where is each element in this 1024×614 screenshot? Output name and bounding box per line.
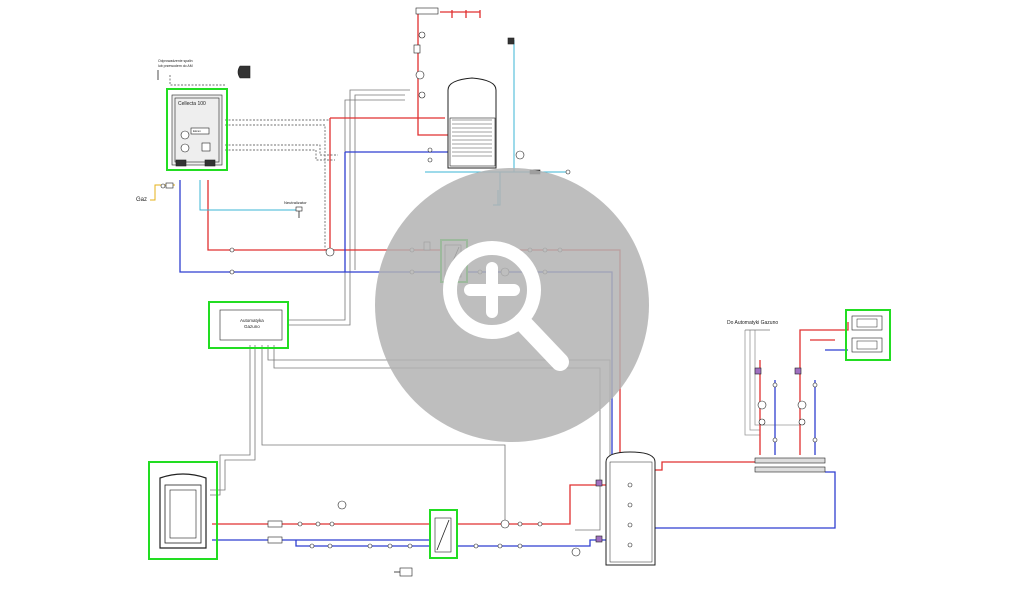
- highlight-heat-exchanger-lower[interactable]: [429, 509, 458, 559]
- flue-note: Odprowadzenie spalin lub przewodem do AM: [157, 59, 251, 80]
- gas-label: Gaz: [136, 197, 147, 203]
- zoom-overlay[interactable]: [375, 168, 649, 442]
- automation-label-line2: Gazuno: [244, 324, 260, 329]
- boiler-display-label: Ekran: [193, 129, 201, 133]
- boiler-model-label: Cellecta 100: [178, 101, 206, 107]
- to-automation-label: Do Automatyki Gazuno: [727, 320, 778, 326]
- highlight-boiler[interactable]: [166, 88, 228, 171]
- zoom-in-icon: [443, 241, 569, 371]
- buffer-tank: [595, 451, 656, 566]
- highlight-radiators[interactable]: [845, 309, 891, 361]
- flue-note-line1: Odprowadzenie spalin: [158, 59, 193, 63]
- highlight-automation[interactable]: [208, 301, 289, 349]
- highlight-heat-pump[interactable]: [148, 461, 218, 560]
- plate-heat-exchanger-lower: [267, 500, 581, 577]
- neutralizer: Neutralizator: [284, 200, 307, 218]
- heating-circuits: Do Automatyki Gazuno: [727, 320, 826, 473]
- condensing-boiler: Cellecta 100 Ekran: [171, 94, 223, 167]
- dhw-tank: [447, 77, 497, 169]
- automation-controller: Automatyka Gazuno: [219, 309, 283, 341]
- automation-label-line1: Automatyka: [240, 318, 264, 323]
- gas-connection: Gaz: [136, 182, 174, 203]
- radiators: [851, 315, 883, 353]
- flue-note-line2: lub przewodem do AM: [158, 64, 193, 68]
- heat-pump-unit: [159, 473, 207, 549]
- neutralizer-label: Neutralizator: [284, 200, 307, 205]
